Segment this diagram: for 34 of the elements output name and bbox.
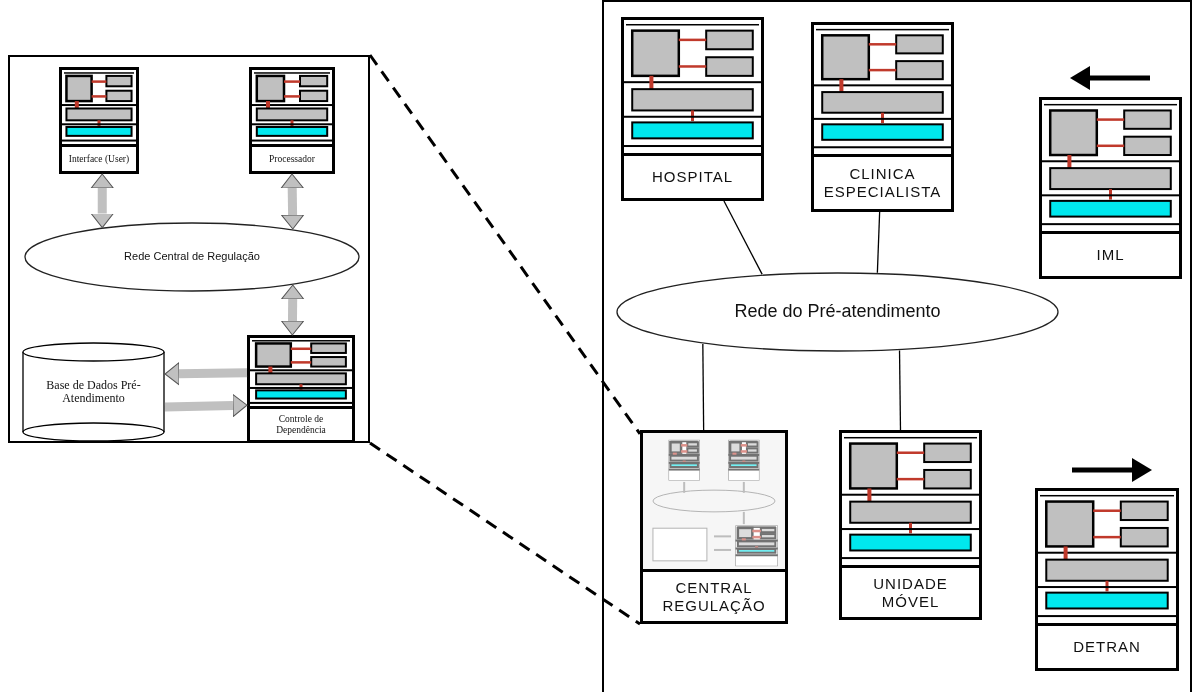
terminal-label: CENTRAL REGULAÇÃO bbox=[661, 578, 767, 615]
dashed-line bbox=[368, 54, 642, 435]
network-label: Rede do Pré-atendimento bbox=[734, 301, 941, 323]
inset-panel bbox=[8, 55, 370, 443]
terminal-label: HOSPITAL bbox=[650, 168, 735, 186]
block-arrow bbox=[281, 284, 305, 336]
computer-terminal bbox=[640, 430, 788, 624]
network-label: Rede Central de Regulação bbox=[124, 250, 260, 264]
connector-line bbox=[876, 211, 881, 274]
terminal-label: Controle de Dependência bbox=[275, 414, 327, 435]
connector-line bbox=[702, 343, 705, 431]
terminal-label: IML bbox=[1095, 246, 1126, 264]
terminal-label: CLINICA ESPECIALISTA bbox=[822, 165, 943, 201]
computer-terminal bbox=[839, 430, 982, 620]
computer-terminal bbox=[811, 22, 954, 212]
computer-terminal bbox=[621, 17, 764, 201]
database-label: Base de Dados Pré-Atendimento bbox=[45, 378, 142, 406]
connector-line bbox=[898, 349, 902, 431]
dashed-line bbox=[369, 441, 641, 626]
terminal-label: Processador bbox=[268, 153, 316, 165]
computer-terminal bbox=[1035, 488, 1179, 671]
block-arrow bbox=[90, 173, 114, 229]
block-arrow bbox=[164, 362, 248, 386]
computer-terminal bbox=[1039, 97, 1182, 279]
connector-line bbox=[723, 200, 763, 276]
computer-terminal bbox=[59, 67, 139, 174]
terminal-label: Interface (User) bbox=[67, 153, 131, 165]
block-arrow bbox=[164, 394, 248, 417]
terminal-label: UNIDADE MÓVEL bbox=[872, 574, 949, 611]
network-panel bbox=[602, 0, 1192, 692]
block-arrow bbox=[280, 173, 305, 230]
terminal-label: DETRAN bbox=[1072, 638, 1142, 656]
computer-terminal bbox=[249, 67, 335, 174]
computer-terminal bbox=[247, 335, 355, 443]
